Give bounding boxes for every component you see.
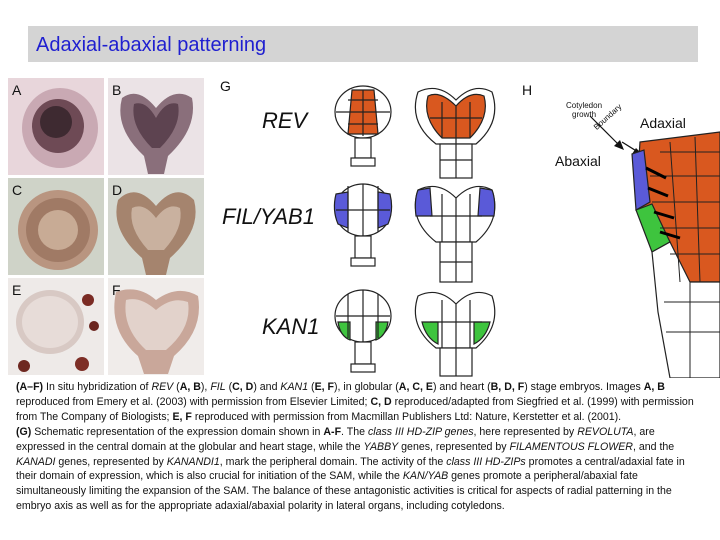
caption-run: FIL bbox=[210, 381, 226, 393]
embryo-kan-globular bbox=[334, 289, 392, 373]
label-abaxial: Abaxial bbox=[555, 153, 601, 169]
caption-run: KAN1 bbox=[280, 381, 309, 393]
panel-label-g: G bbox=[220, 78, 231, 94]
caption-run: (G) bbox=[16, 425, 32, 438]
title-bar: Adaxial-abaxial patterning bbox=[28, 26, 698, 62]
caption-run: ) and bbox=[253, 381, 281, 393]
micrograph-a bbox=[8, 78, 104, 175]
micrograph-b-image bbox=[108, 78, 204, 175]
micrograph-b bbox=[108, 78, 204, 175]
panel-label-e: E bbox=[12, 282, 22, 298]
micrograph-c bbox=[8, 178, 104, 275]
label-cotyledon-growth-line2: growth bbox=[572, 110, 597, 119]
caption-run: , and the bbox=[632, 440, 675, 453]
caption-run: ( bbox=[308, 381, 315, 393]
caption-run: reproduced/adapted from Siegfried et al.… bbox=[16, 395, 694, 423]
caption-run: In situ hybridization of bbox=[43, 381, 152, 393]
caption-run: reproduced with permission from Macmilla… bbox=[191, 410, 622, 423]
label-adaxial: Adaxial bbox=[640, 115, 686, 131]
caption-run: YABBY bbox=[363, 440, 399, 453]
micrograph-f bbox=[108, 278, 204, 375]
caption-run: A, B bbox=[179, 381, 201, 393]
micrograph-c-image bbox=[8, 178, 104, 275]
caption-run: ), in globular ( bbox=[334, 381, 399, 393]
growth-arrow bbox=[589, 115, 621, 147]
caption-run: genes, represented by bbox=[55, 455, 167, 468]
panel-label-d: D bbox=[112, 182, 123, 198]
caption-run: A-F bbox=[323, 425, 342, 438]
cell-grid-h bbox=[650, 136, 720, 378]
caption-run: KAN/YAB bbox=[402, 470, 449, 483]
caption-run: class III HD-ZIPs bbox=[446, 455, 526, 468]
caption-paragraph-1: (A–F) In situ hybridization of REV (A, B… bbox=[16, 380, 700, 425]
inhibition-arrows bbox=[645, 166, 681, 240]
embryo-schematic-g bbox=[333, 85, 496, 377]
panel-label-b: B bbox=[112, 82, 122, 98]
panel-label-c: C bbox=[12, 182, 23, 198]
caption-run: genes, represented by bbox=[398, 440, 510, 453]
panel-label-h: H bbox=[522, 82, 533, 98]
caption-run: . The bbox=[341, 425, 368, 438]
caption-run: ( bbox=[173, 381, 180, 393]
caption-run: A, B bbox=[643, 381, 665, 393]
caption-run: ) stage embryos. Images bbox=[524, 381, 644, 393]
embryo-rev-heart bbox=[414, 87, 496, 179]
caption-run: ( bbox=[225, 381, 233, 393]
abaxial-blue-region bbox=[631, 149, 651, 211]
caption-run: C, D bbox=[370, 395, 392, 408]
caption-run: genes promote a peripheral/abaxial fate … bbox=[16, 470, 672, 513]
figure-caption: (A–F) In situ hybridization of REV (A, B… bbox=[16, 380, 700, 514]
micrograph-f-image bbox=[108, 278, 204, 375]
gene-label-kan1: KAN1 bbox=[262, 314, 320, 339]
micrograph-a-image bbox=[8, 78, 104, 175]
embryo-fil-globular bbox=[333, 183, 393, 267]
caption-run: promotes a central/adaxial fate in their… bbox=[16, 455, 685, 483]
caption-run: A, C, E bbox=[398, 381, 433, 393]
caption-run: REVOLUTA bbox=[577, 425, 634, 438]
panel-label-a: A bbox=[12, 82, 22, 98]
caption-run: KANANDI1 bbox=[166, 455, 220, 468]
gene-label-fil-yab1: FIL/YAB1 bbox=[222, 204, 315, 229]
caption-run: C, D bbox=[232, 381, 254, 393]
slide-title: Adaxial-abaxial patterning bbox=[36, 34, 267, 56]
cotyledon-schematic-h bbox=[589, 115, 720, 378]
caption-run: Schematic representation of the expressi… bbox=[31, 425, 324, 438]
caption-run: , here represented by bbox=[473, 425, 578, 438]
caption-run: (A–F) bbox=[16, 381, 44, 393]
caption-run: class III HD-ZIP genes bbox=[367, 425, 474, 438]
caption-run: E, F bbox=[314, 381, 335, 393]
embryo-rev-globular bbox=[334, 85, 392, 167]
caption-run: E, F bbox=[172, 410, 192, 423]
caption-paragraph-2: (G) Schematic representation of the expr… bbox=[16, 425, 700, 514]
embryo-kan-heart bbox=[414, 291, 496, 377]
caption-run: reproduced from Emery et al. (2003) with… bbox=[16, 395, 371, 408]
caption-run: B, D, F bbox=[490, 381, 525, 393]
label-cotyledon-growth-line1: Cotyledon bbox=[566, 101, 603, 110]
caption-run: , mark the peripheral domain. The activi… bbox=[219, 455, 447, 468]
caption-run: ) and heart ( bbox=[432, 381, 491, 393]
embryo-fil-heart bbox=[414, 185, 496, 283]
caption-run: FILAMENTOUS FLOWER bbox=[509, 440, 633, 453]
caption-run: KANADI bbox=[16, 455, 56, 468]
caption-run: REV bbox=[151, 381, 174, 393]
gene-label-rev: REV bbox=[262, 108, 308, 133]
caption-run: ), bbox=[200, 381, 211, 393]
caption-run: , are expressed in the central domain at… bbox=[16, 425, 655, 453]
micrograph-e bbox=[8, 278, 104, 375]
lower-white-region bbox=[651, 241, 720, 378]
panel-label-f: F bbox=[112, 282, 121, 298]
micrograph-d-image bbox=[108, 178, 204, 275]
micrograph-e-image bbox=[8, 278, 104, 375]
micrograph-d bbox=[108, 178, 204, 275]
